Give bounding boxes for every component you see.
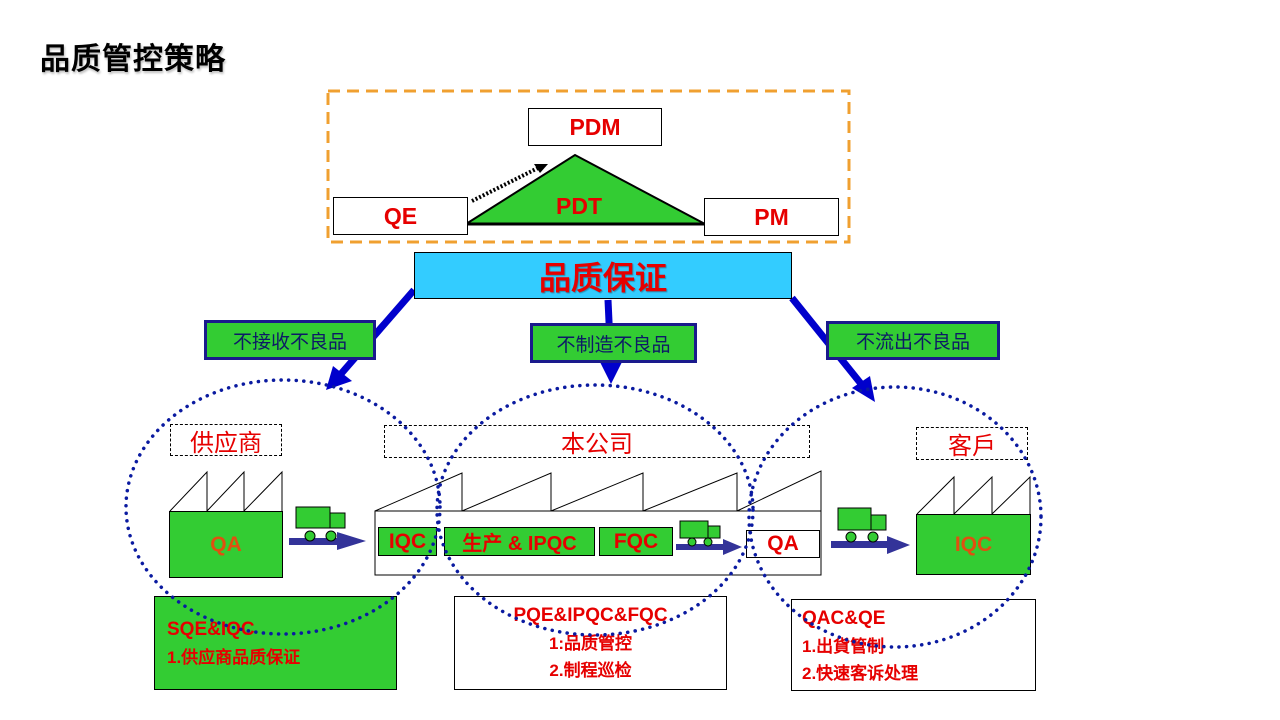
qe-to-pdm-arrow [471, 166, 539, 203]
quality-assurance-label: 品质保证 [538, 258, 667, 297]
station-label: IQC [954, 532, 993, 556]
company-production-ipqc-station: 生产 & IPQC [444, 527, 595, 556]
pm-box: PM [704, 198, 839, 236]
pdm-label: PDM [569, 113, 621, 140]
note-line: 1.供应商品质保证 [167, 648, 301, 667]
pdm-box: PDM [528, 108, 662, 146]
station-label: QA [210, 532, 242, 556]
company-iqc-station: IQC [378, 527, 437, 556]
principle-label: 不接收不良品 [232, 330, 347, 353]
station-label: IQC [388, 529, 427, 553]
pdt-label: PDT [556, 193, 602, 219]
note-heading: PQE&IPQC&FQC [513, 605, 668, 626]
truck-icon-1 [289, 506, 366, 550]
supplier-factory [169, 470, 283, 512]
company-fqc-station: FQC [599, 527, 673, 556]
customer-label: 客戶 [948, 432, 996, 460]
supplier-qa-station: QA [169, 511, 283, 578]
supplier-note: SQE&IQC 1.供应商品质保证 [154, 596, 397, 690]
page-title: 品质管控策略 [40, 42, 226, 77]
supplier-zone-label: 供应商 [170, 424, 282, 457]
company-label: 本公司 [561, 430, 633, 458]
supplier-label: 供应商 [190, 428, 262, 457]
note-line: 1:品质管控 [548, 634, 633, 653]
station-label: QA [767, 532, 799, 555]
qe-box: QE [333, 197, 468, 235]
company-note: PQE&IPQC&FQC 1:品质管控 2.制程巡检 [454, 596, 727, 690]
quality-assurance-box: 品质保证 [414, 252, 792, 299]
principle-label: 不流出不良品 [855, 331, 970, 353]
customer-factory [916, 475, 1031, 515]
truck-icon-3 [831, 507, 910, 554]
note-line: 2.制程巡检 [549, 661, 632, 680]
customer-zone-label: 客戶 [916, 427, 1028, 460]
principle-no-ship: 不流出不良品 [826, 321, 1000, 360]
station-label: FQC [613, 529, 659, 553]
company-zone-label: 本公司 [384, 425, 810, 458]
note-heading: QAC&QE [802, 608, 886, 629]
note-line: 2.快速客诉处理 [802, 664, 919, 683]
principle-label: 不制造不良品 [556, 333, 671, 356]
company-qa-station: QA [746, 530, 820, 558]
note-line: 1.出貨管制 [802, 637, 885, 656]
customer-iqc-station: IQC [916, 514, 1031, 575]
qe-label: QE [383, 202, 418, 229]
note-heading: SQE&IQC [167, 619, 255, 640]
truck-icon-2 [676, 520, 742, 555]
principle-no-accept: 不接收不良品 [204, 320, 376, 360]
principle-no-make: 不制造不良品 [530, 323, 697, 363]
station-label: 生产 & IPQC [462, 533, 577, 555]
pm-label: PM [754, 203, 789, 230]
customer-note: QAC&QE 1.出貨管制 2.快速客诉处理 [791, 599, 1036, 691]
company-factory [374, 470, 822, 576]
